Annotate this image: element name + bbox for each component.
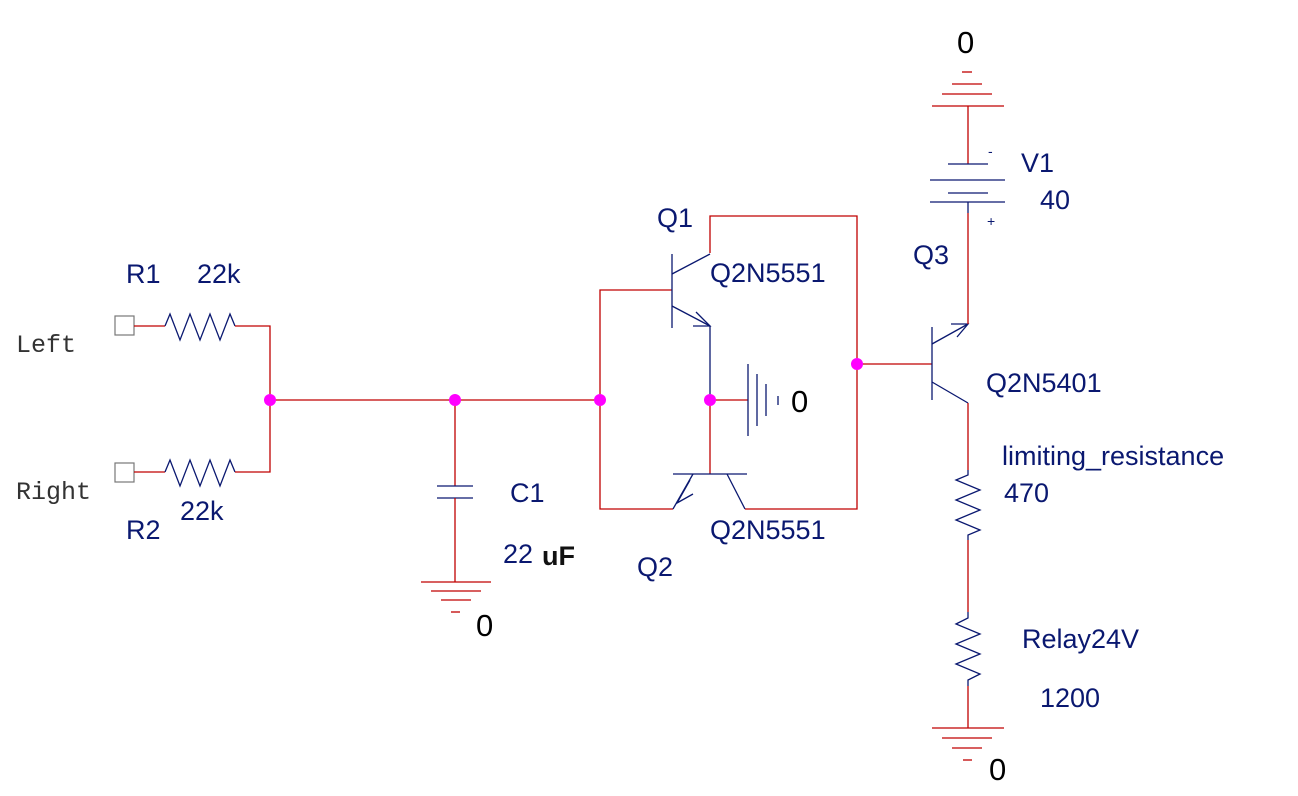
port-right-connector[interactable] <box>114 462 135 483</box>
junction-dot <box>449 394 461 406</box>
junction-dot <box>704 394 716 406</box>
battery-v1[interactable] <box>930 106 1005 213</box>
ground-symbol-cap <box>421 581 491 613</box>
v1-ref-label: V1 <box>1021 148 1054 178</box>
q2-model-label: Q2N5551 <box>710 515 826 545</box>
ground-label-bottom: 0 <box>989 752 1006 787</box>
limiting-resistance-value-label: 470 <box>1004 478 1049 508</box>
ground-symbol-bottom <box>932 727 1004 761</box>
junction-dot <box>264 394 276 406</box>
wire-q2-emitter <box>599 400 673 510</box>
r1-value-label: 22k <box>197 259 241 289</box>
r1-ref-label: R1 <box>126 259 161 289</box>
r2-value-label: 22k <box>180 496 224 526</box>
transistor-q2[interactable] <box>672 400 747 510</box>
resistor-r2[interactable] <box>134 400 271 488</box>
q3-model-label: Q2N5401 <box>986 368 1102 398</box>
ground-label-top: 0 <box>957 25 974 60</box>
junction-dot <box>851 358 863 370</box>
capacitor-c1[interactable] <box>437 400 473 582</box>
v1-minus-label: - <box>988 143 993 159</box>
resistor-limiting[interactable] <box>954 470 982 612</box>
wire-q1-collector <box>709 215 858 510</box>
q2-ref-label: Q2 <box>637 552 673 582</box>
transistor-q3[interactable] <box>931 323 970 404</box>
relay-ref-label: Relay24V <box>1022 624 1139 654</box>
port-right-label: Right <box>16 478 91 507</box>
port-left-connector[interactable] <box>114 315 135 336</box>
transistor-q1[interactable] <box>671 253 712 400</box>
q3-ref-label: Q3 <box>913 240 949 270</box>
ground-symbol-mid <box>710 364 779 436</box>
resistor-r1[interactable] <box>134 312 271 400</box>
q1-model-label: Q2N5551 <box>710 258 826 288</box>
relay-value-label: 1200 <box>1040 683 1100 713</box>
junction-dot <box>594 394 606 406</box>
ground-label-mid: 0 <box>791 384 808 419</box>
c1-value-unit: uF <box>542 541 575 571</box>
ground-symbol-top <box>932 71 1004 107</box>
limiting-resistance-ref-label: limiting_resistance <box>1002 441 1224 471</box>
v1-value-label: 40 <box>1040 185 1070 215</box>
ground-label-cap: 0 <box>476 608 493 643</box>
q1-ref-label: Q1 <box>657 203 693 233</box>
wire-q1-base <box>599 289 672 400</box>
r2-ref-label: R2 <box>126 515 161 545</box>
c1-value-number: 22 <box>503 539 533 569</box>
port-left-label: Left <box>16 331 76 360</box>
resistor-relay[interactable] <box>954 612 982 728</box>
v1-plus-label: + <box>987 213 995 229</box>
c1-ref-label: C1 <box>510 478 545 508</box>
